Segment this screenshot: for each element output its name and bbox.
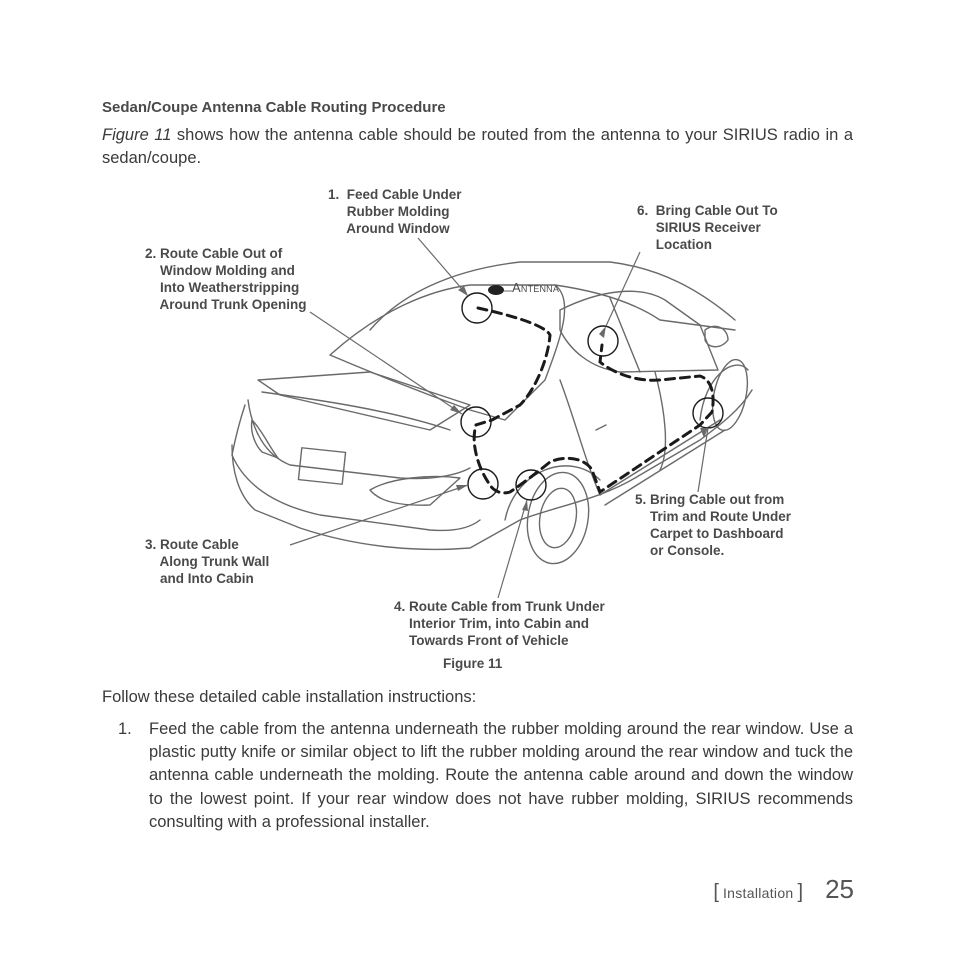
step-text: Feed the cable from the antenna undernea… <box>149 720 853 831</box>
callout-circles <box>460 292 724 501</box>
footer-section-name: Installation <box>722 885 794 901</box>
callout-2: 2. Route Cable Out of Window Molding and… <box>145 246 307 312</box>
antenna-label: Antenna <box>512 280 560 295</box>
car-outline <box>231 261 753 565</box>
instructions-intro: Follow these detailed cable installation… <box>102 688 477 706</box>
instruction-step: 1. Feed the cable from the antenna under… <box>118 718 853 834</box>
leader-lines <box>289 237 709 599</box>
intro-text: shows how the antenna cable should be ro… <box>102 126 853 167</box>
cable-route <box>472 306 715 495</box>
footer-close-bracket: ] <box>797 881 804 903</box>
callout-4: 4. Route Cable from Trunk Under Interior… <box>394 599 605 648</box>
callout-1: 1. Feed Cable Under Rubber Molding Aroun… <box>328 187 462 236</box>
antenna-icon <box>488 285 504 295</box>
step-number: 1. <box>118 720 132 738</box>
callout-6: 6. Bring Cable Out To SIRIUS Receiver Lo… <box>637 203 778 252</box>
leader-arrowheads <box>450 286 708 511</box>
page-number: 25 <box>825 874 854 904</box>
figure-reference: Figure 11 <box>102 126 172 144</box>
section-heading: Sedan/Coupe Antenna Cable Routing Proced… <box>102 99 446 116</box>
figure-caption: Figure 11 <box>443 656 503 671</box>
callout-3: 3. Route Cable Along Trunk Wall and Into… <box>145 537 270 586</box>
callout-5: 5. Bring Cable out from Trim and Route U… <box>635 492 792 558</box>
page-footer: [ Installation ] 25 <box>713 874 854 905</box>
footer-open-bracket: [ <box>713 881 719 903</box>
intro-paragraph: Figure 11 shows how the antenna cable sh… <box>102 124 853 170</box>
